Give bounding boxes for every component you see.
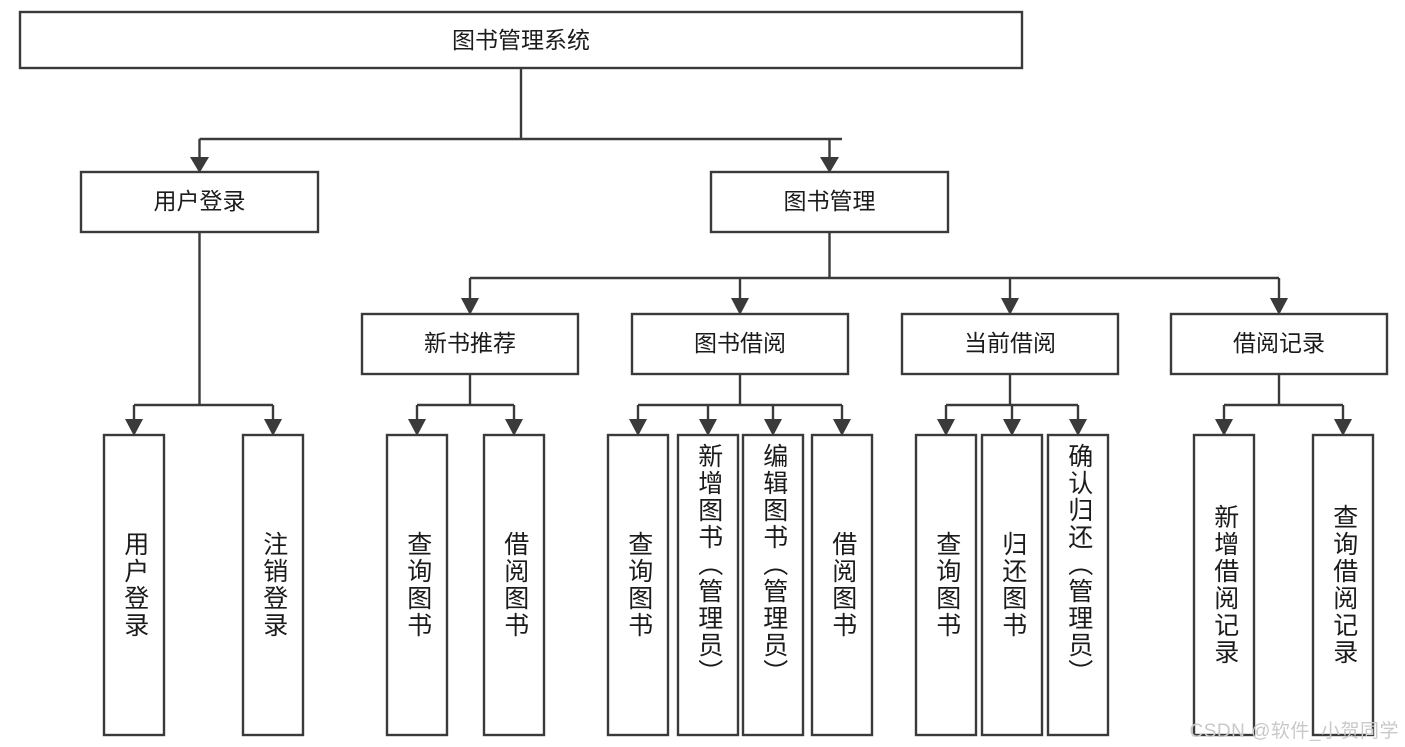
node-book-management-box[interactable] <box>709 170 950 234</box>
node-new-book-recommend[interactable]: 新书推荐 <box>360 312 580 376</box>
arrowhead-leaf-query-record <box>1334 419 1352 436</box>
arrowhead-leaf-edit-book <box>764 419 782 436</box>
csdn-watermark: CSDN @软件_小贺同学 <box>1189 721 1399 742</box>
node-new-book-recommend-box[interactable] <box>360 312 580 376</box>
arrowhead-borrow-record <box>1270 298 1288 315</box>
node-leaf-user-login-box[interactable] <box>102 433 166 737</box>
arrowhead-book-management <box>820 157 839 173</box>
node-current-borrow-label: 当前借阅 <box>964 330 1056 356</box>
node-borrow-record[interactable]: 借阅记录 <box>1169 312 1389 376</box>
node-root[interactable]: 图书管理系统 <box>18 10 1024 70</box>
node-current-borrow[interactable]: 当前借阅 <box>900 312 1120 376</box>
node-root-label: 图书管理系统 <box>452 27 590 53</box>
arrowhead-leaf-query-book-cur <box>937 419 955 436</box>
arrowhead-leaf-confirm-return <box>1069 419 1087 436</box>
node-leaf-user-logout-box[interactable] <box>241 433 305 737</box>
node-leaf-edit-book-box[interactable] <box>741 433 805 737</box>
node-leaf-add-record-box[interactable] <box>1192 433 1256 737</box>
node-book-borrow-box[interactable] <box>630 312 850 376</box>
arrowhead-leaf-query-book-rec <box>408 419 426 436</box>
arrowhead-book-borrow <box>731 298 749 315</box>
arrowhead-leaf-query-book-borrow <box>629 419 647 436</box>
node-leaf-borrow-book-rec-box[interactable] <box>482 433 546 737</box>
node-user-login-label: 用户登录 <box>154 188 246 214</box>
node-leaf-query-record-box[interactable] <box>1311 433 1375 737</box>
arrowhead-leaf-add-record <box>1215 419 1233 436</box>
node-current-borrow-box[interactable] <box>900 312 1120 376</box>
node-user-login[interactable]: 用户登录 <box>79 170 320 234</box>
node-book-management-label: 图书管理 <box>784 188 876 214</box>
arrowhead-user-login <box>190 157 209 173</box>
node-leaf-borrow-book-box[interactable] <box>810 433 874 737</box>
node-borrow-record-box[interactable] <box>1169 312 1389 376</box>
node-leaf-confirm-return-box[interactable] <box>1046 433 1110 737</box>
arrowhead-leaf-add-book <box>699 419 717 436</box>
arrowhead-current-borrow <box>1001 298 1019 315</box>
arrowhead-leaf-return-book <box>1003 419 1021 436</box>
node-leaf-return-book-box[interactable] <box>980 433 1044 737</box>
node-leaf-query-book-borrow-box[interactable] <box>606 433 670 737</box>
node-new-book-recommend-label: 新书推荐 <box>424 330 516 356</box>
connector-group <box>125 68 1352 436</box>
node-leaf-query-book-cur-box[interactable] <box>914 433 978 737</box>
node-leaf-query-book-rec-box[interactable] <box>385 433 449 737</box>
node-user-login-box[interactable] <box>79 170 320 234</box>
arrowhead-leaf-user-logout <box>264 419 282 436</box>
arrowhead-leaf-user-login <box>125 419 143 436</box>
arrowhead-new-book-recommend <box>461 298 479 315</box>
node-book-management[interactable]: 图书管理 <box>709 170 950 234</box>
node-root-box[interactable] <box>18 10 1024 70</box>
node-book-borrow[interactable]: 图书借阅 <box>630 312 850 376</box>
node-book-borrow-label: 图书借阅 <box>694 330 786 356</box>
arrowhead-leaf-borrow-book-rec <box>505 419 523 436</box>
arrowhead-leaf-borrow-book <box>833 419 851 436</box>
node-borrow-record-label: 借阅记录 <box>1233 330 1325 356</box>
node-leaf-add-book-box[interactable] <box>676 433 740 737</box>
leaf-boxes-group <box>102 433 1375 737</box>
